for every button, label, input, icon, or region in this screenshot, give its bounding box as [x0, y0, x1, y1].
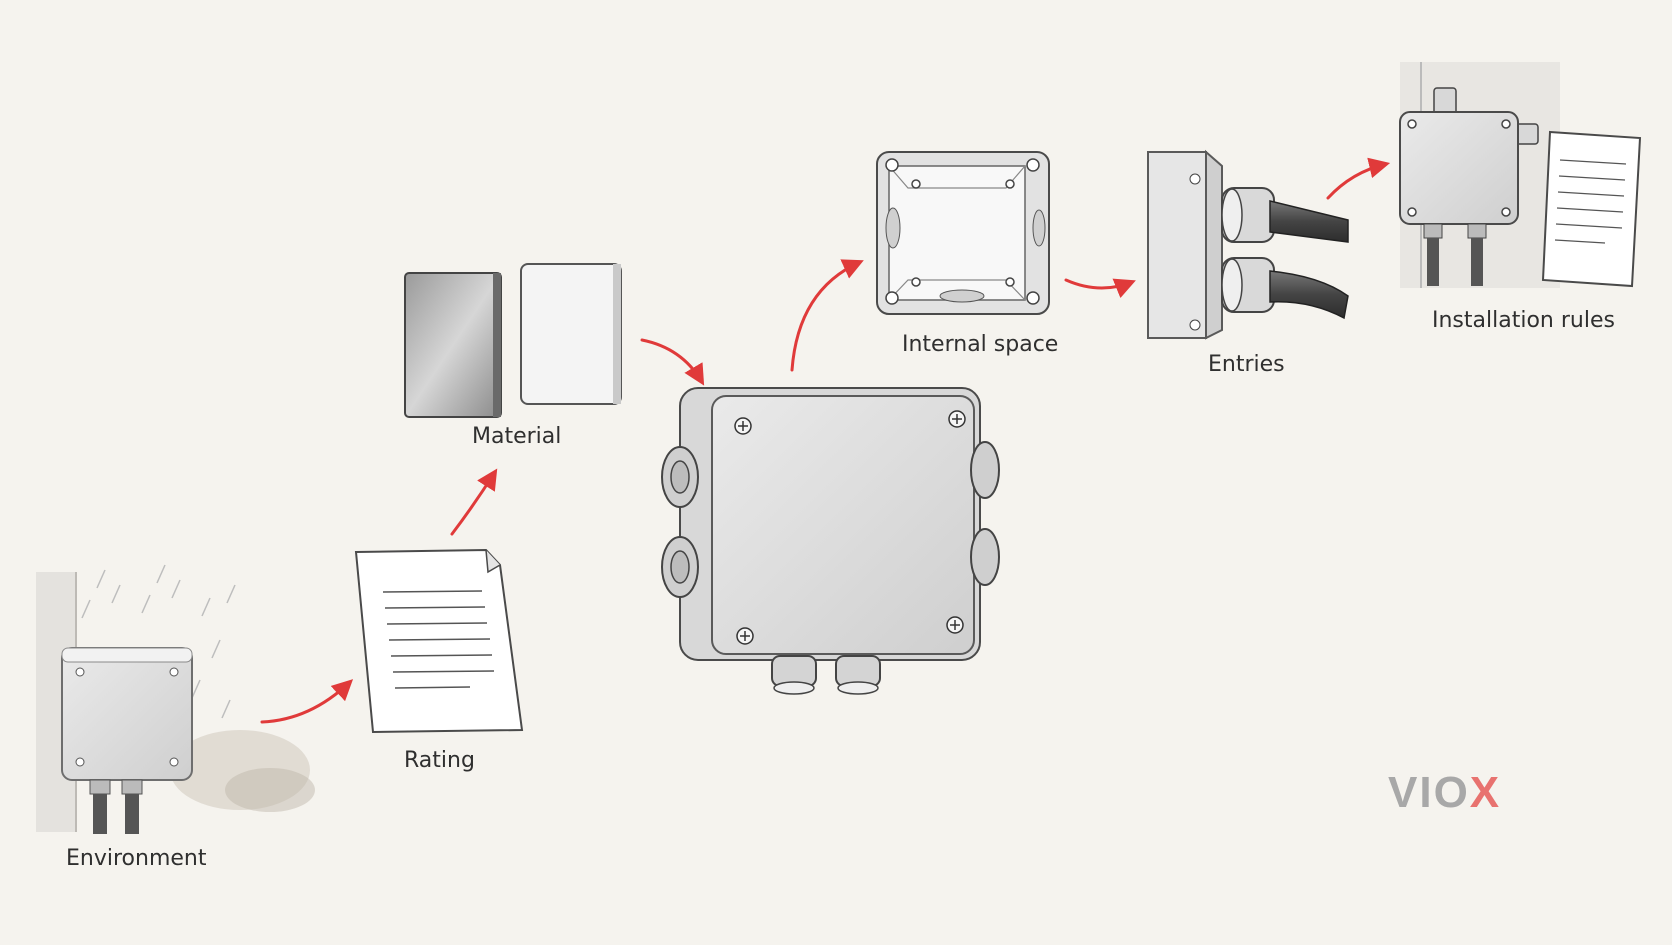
logo-accent-text: X — [1469, 768, 1502, 817]
flow-arrow-material-box — [640, 338, 705, 386]
label-environment: Environment — [66, 846, 207, 871]
open-enclosure-icon — [876, 151, 1050, 315]
plastic-sample-icon — [520, 263, 622, 405]
junction-box-icon — [661, 387, 1000, 695]
document-icon — [354, 548, 524, 734]
flow-arrow-box-internal — [790, 259, 864, 372]
metal-sample-icon — [404, 272, 502, 418]
flow-arrow-environment-rating — [260, 679, 354, 724]
cable-gland-icon — [1147, 149, 1349, 340]
brand-logo: VIOX — [1388, 768, 1501, 818]
logo-main-text: VIO — [1388, 768, 1470, 817]
outdoor-junction-box-icon — [36, 564, 315, 834]
label-rating: Rating — [404, 748, 475, 773]
label-internal-space: Internal space — [902, 332, 1059, 357]
label-entries: Entries — [1208, 352, 1285, 377]
wall-mounted-box-icon — [1399, 62, 1560, 288]
flow-arrow-internal-entries — [1064, 278, 1136, 299]
flow-arrow-entries-rules — [1326, 157, 1391, 200]
label-installation-rules: Installation rules — [1432, 308, 1615, 333]
label-material: Material — [472, 424, 562, 449]
instruction-sheet-icon — [1541, 130, 1642, 288]
flow-arrow-rating-material — [450, 468, 498, 536]
